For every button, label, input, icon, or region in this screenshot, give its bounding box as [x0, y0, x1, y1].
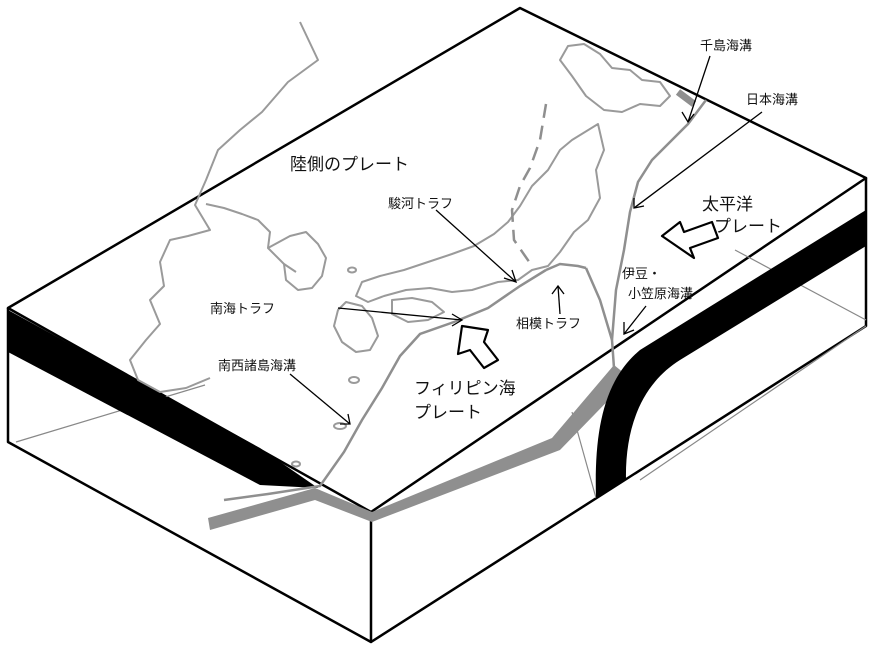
leader-nankai — [337, 307, 463, 321]
nankai-ryukyu-line — [223, 268, 547, 502]
leader-sagami — [557, 285, 561, 315]
leader-arrowheads — [340, 111, 695, 425]
front-left-face — [6, 308, 373, 644]
leader-suruga — [435, 209, 517, 283]
slab-left — [8, 310, 318, 488]
leader-kuril — [687, 55, 711, 123]
label-philippine-2: プレート — [414, 403, 482, 423]
kuril-japan-trench-line — [610, 99, 707, 369]
label-izu-2: 小笠原海溝 — [628, 287, 693, 302]
label-izu-1: 伊豆・ — [622, 267, 661, 282]
label-pacific-1: 太平洋 — [702, 195, 753, 215]
sagami-line — [545, 262, 587, 272]
inner-lines — [15, 249, 867, 499]
labels: 陸側のプレート 千島海溝 日本海溝 太平洋 プレート 駿河トラフ 伊豆・ 小笠原… — [210, 39, 798, 423]
label-land-plate: 陸側のプレート — [290, 155, 409, 175]
label-pacific-2: プレート — [714, 217, 782, 237]
leader-lines — [289, 55, 763, 425]
label-japan-trench: 日本海溝 — [746, 93, 798, 108]
label-philippine-1: フィリピン海 — [414, 379, 516, 399]
philippine-arrow-icon — [456, 324, 500, 370]
plate-arrows — [456, 220, 720, 370]
slab-right — [595, 210, 866, 498]
leader-izu — [623, 305, 647, 335]
label-suruga-trough: 駿河トラフ — [388, 197, 453, 212]
label-nansei-trench: 南西諸島海溝 — [218, 358, 296, 374]
pacific-arrow-icon — [660, 220, 720, 260]
coastlines — [129, 21, 671, 468]
block-outline — [6, 6, 868, 644]
plate-boundaries — [223, 89, 707, 502]
izu-bonin-line — [584, 267, 614, 341]
leader-japan — [633, 111, 763, 209]
label-sagami-trough: 相模トラフ — [516, 317, 581, 332]
dashed-boundary — [510, 103, 548, 267]
label-nankai-trough: 南海トラフ — [210, 301, 275, 317]
plate-band-gray — [208, 365, 630, 530]
leader-nansei — [289, 373, 351, 425]
kuril-stub — [675, 89, 697, 107]
label-kuril-trench: 千島海溝 — [700, 39, 752, 54]
